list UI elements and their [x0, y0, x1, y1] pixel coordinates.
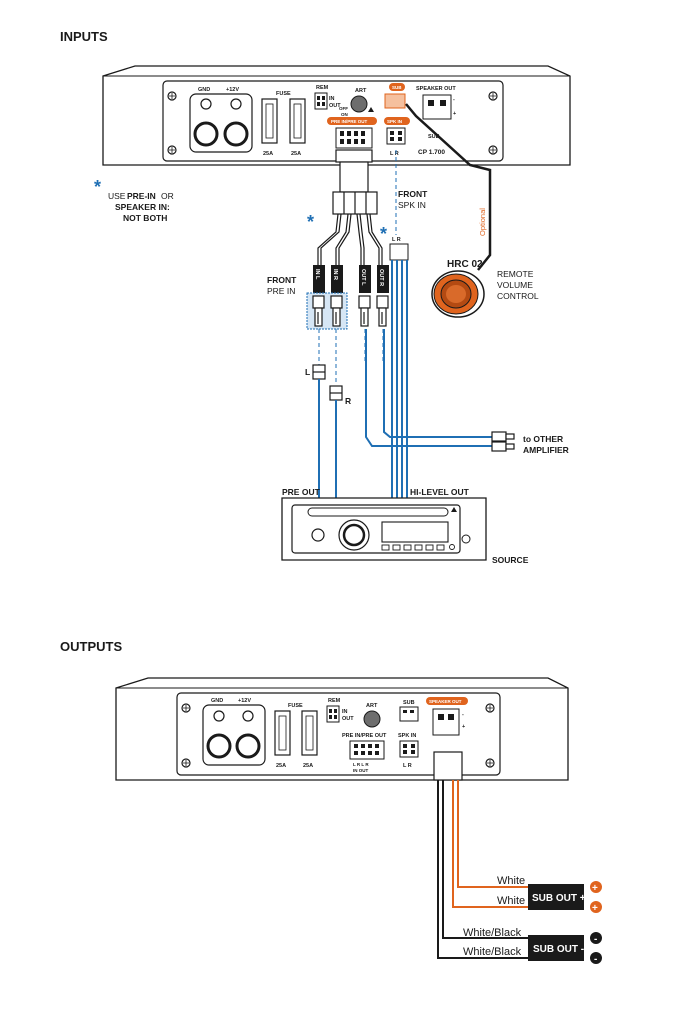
model-label: CP 1.700 — [418, 149, 445, 156]
out-spk-in-label: SPK IN — [398, 733, 416, 739]
sub-badge: SUB — [392, 85, 402, 90]
pre-harness — [317, 149, 383, 265]
out-gnd-label: GND — [211, 698, 223, 704]
minus-sign-1: - — [594, 934, 597, 945]
pre-out-label: PRE OUT — [282, 487, 321, 497]
fuse-b-label: 25A — [291, 151, 301, 157]
hi-level-out-label: HI-LEVEL OUT — [410, 487, 470, 497]
rem-in-label: IN — [329, 96, 335, 102]
front-pre-in-sub: PRE IN — [267, 286, 295, 296]
art-label: ART — [355, 88, 367, 94]
out-pre-in-out-label: IN OUT — [353, 768, 369, 773]
sub-out-minus-label: SUB OUT - — [533, 944, 584, 955]
inputs-title: INPUTS — [60, 29, 108, 44]
out-pre-lr-label: L R L R — [353, 762, 369, 767]
wire-white-black-2: White/Black — [463, 946, 522, 958]
rem-label: REM — [316, 85, 329, 91]
hrc-02-knob — [431, 270, 485, 318]
front-spk-in-title: FRONT — [398, 189, 428, 199]
outputs-title: OUTPUTS — [60, 639, 122, 654]
svg-text:+: + — [462, 724, 465, 730]
note-speaker-in: SPEAKER IN: — [115, 202, 170, 212]
amplifier-label: AMPLIFIER — [523, 445, 569, 455]
pre-in-pre-out-badge: PRE IN/PRE OUT — [331, 119, 368, 124]
out-plus12v-label: +12V — [238, 698, 251, 704]
hrc-desc-3: CONTROL — [497, 291, 539, 301]
to-other-label: to OTHER — [523, 434, 563, 444]
art-on-label: ON — [341, 112, 348, 117]
note-use: USE — [108, 191, 126, 201]
plus-terminal-1 — [590, 881, 602, 893]
spk-plug-lr-label: L R — [392, 237, 401, 243]
out-pre-in-pre-out-label: PRE IN/PRE OUT — [342, 733, 387, 739]
out-rem-in-label: IN — [342, 709, 348, 715]
gnd-label: GND — [198, 87, 210, 93]
wire-white-2: White — [497, 895, 525, 907]
note-pre-in: PRE-IN — [127, 191, 156, 201]
hrc-name: HRC 02 — [447, 259, 483, 270]
harness-star: * — [307, 212, 314, 232]
note-or: OR — [161, 191, 174, 201]
rca-sleeves: IN L IN R OUT L OUT R — [313, 265, 389, 293]
amplifier-outputs: GND +12V FUSE 25A 25A REM IN OUT ART PRE… — [115, 677, 569, 781]
plus-sign-1: + — [592, 883, 598, 894]
out-rem-out-label: OUT — [342, 716, 354, 722]
out-speaker-out-badge: SPEAKER OUT — [429, 699, 462, 704]
spk-in-badge: SPK IN — [387, 119, 402, 124]
wire-white-black-1: White/Black — [463, 927, 522, 939]
plus-terminal-2 — [590, 901, 602, 913]
amplifier-inputs: GND +12V FUSE 25A 25A REM IN OUT ART OFF… — [102, 65, 571, 166]
wire-white-1: White — [497, 875, 525, 887]
note-star: * — [94, 177, 101, 197]
sub-out-minus-box — [528, 935, 584, 961]
lower-rca-plugs — [312, 364, 343, 401]
out-sub-label: SUB — [403, 700, 415, 706]
hrc-desc-1: REMOTE — [497, 269, 534, 279]
out-spk-lr-label: L R — [403, 763, 412, 769]
speaker-out-label: SPEAKER OUT — [416, 86, 456, 92]
rca-plugs — [312, 295, 389, 327]
to-other-amp-plugs — [491, 431, 515, 452]
hrc-desc-2: VOLUME — [497, 280, 533, 290]
svg-text:-: - — [453, 97, 455, 103]
rca-out-l-label: OUT L — [360, 269, 366, 286]
blue-cables — [318, 260, 492, 498]
minus-terminal-2 — [590, 952, 602, 964]
source-label: SOURCE — [492, 555, 529, 565]
art-off-label: OFF — [339, 106, 348, 111]
front-pre-in-title: FRONT — [267, 275, 297, 285]
out-fuse-a-label: 25A — [276, 763, 286, 769]
rca-in-l-label: IN L — [314, 269, 320, 280]
speaker-out-plug — [433, 751, 463, 781]
spk-star: * — [380, 224, 387, 244]
sub-out-plus-box — [528, 884, 584, 910]
out-fuse-label: FUSE — [288, 703, 303, 709]
fuse-a-label: 25A — [263, 151, 273, 157]
spk-in-plug — [389, 243, 409, 261]
sub-out-plus-label: SUB OUT + — [532, 893, 586, 904]
front-spk-in-sub: SPK IN — [398, 200, 426, 210]
sub-bottom-label: SUB — [428, 134, 440, 140]
sub-out-wires — [437, 780, 528, 959]
rca-in-r-label: IN R — [332, 269, 338, 280]
rca-out-r-label: OUT R — [378, 269, 384, 286]
svg-text:-: - — [462, 712, 464, 718]
out-rem-label: REM — [328, 698, 341, 704]
svg-text:+: + — [453, 111, 456, 117]
fuse-label: FUSE — [276, 91, 291, 97]
minus-sign-2: - — [594, 954, 597, 965]
note-not-both: NOT BOTH — [123, 213, 167, 223]
out-fuse-b-label: 25A — [303, 763, 313, 769]
out-art-label: ART — [366, 703, 378, 709]
minus-terminal-1 — [590, 932, 602, 944]
plus12v-label: +12V — [226, 87, 239, 93]
source-head-unit — [281, 497, 487, 561]
plus-sign-2: + — [592, 903, 598, 914]
rem-out-label: OUT — [329, 103, 341, 109]
rca-r-label: R — [345, 396, 351, 406]
spk-lr-label: L R — [390, 151, 399, 157]
optional-label: Optional — [478, 208, 487, 236]
rca-l-label: L — [305, 367, 310, 377]
